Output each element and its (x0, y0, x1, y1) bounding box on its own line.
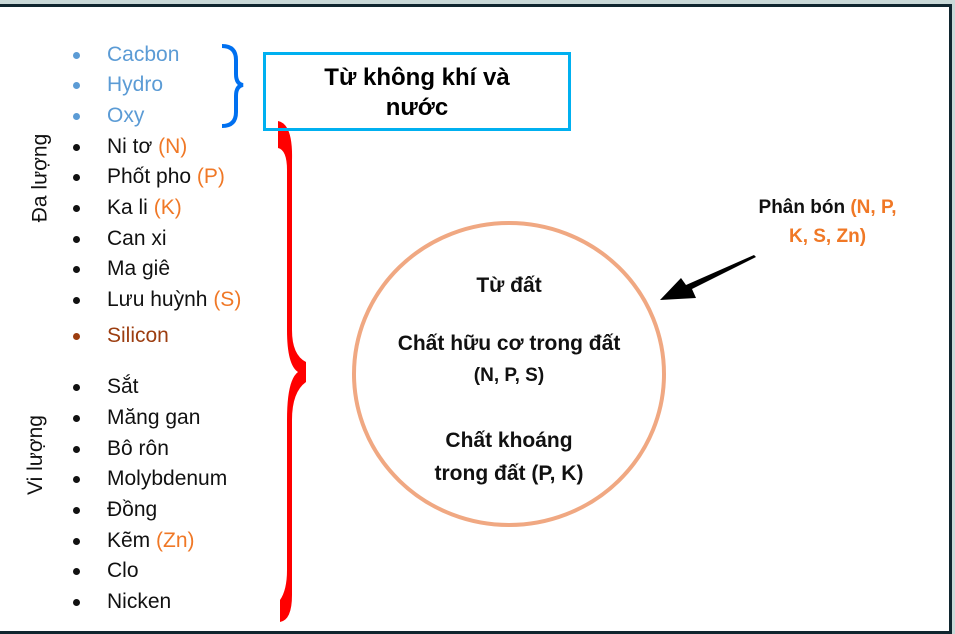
list-item: Nicken (73, 590, 171, 614)
bullet-icon (73, 415, 80, 422)
macro-label: Đa lượng (28, 133, 52, 223)
list-item: Can xi (73, 227, 167, 251)
bullet-icon (73, 599, 80, 606)
soil-circle (352, 221, 666, 527)
fertilizer-label: Phân bón (N, P, K, S, Zn) (758, 197, 897, 247)
bullet-icon (73, 446, 80, 453)
bullet-icon (73, 205, 80, 212)
bullet-icon (73, 174, 80, 181)
list-item: Ma giê (73, 257, 170, 281)
air-water-box: Từ không khí và nước (263, 52, 571, 131)
list-item: Sắt (73, 375, 139, 399)
bullet-icon (73, 113, 80, 120)
bullet-icon (73, 538, 80, 545)
bullet-icon (73, 297, 80, 304)
list-item: Đồng (73, 498, 157, 522)
arrow-icon (660, 255, 756, 300)
bullet-icon (73, 384, 80, 391)
list-item: Bô rôn (73, 437, 169, 461)
list-item: Măng gan (73, 406, 200, 430)
micro-label: Vi lượng (23, 415, 47, 495)
list-item: Molybdenum (73, 467, 227, 491)
list-item: Phốt pho (P) (73, 165, 225, 189)
list-item: Ni tơ (N) (73, 135, 187, 159)
bullet-icon (73, 266, 80, 273)
list-item: Lưu huỳnh (S) (73, 288, 241, 312)
soil-title: Từ đất (476, 274, 542, 297)
soil-organic-text: Chất hữu cơ trong đất (N, P, S) (397, 332, 621, 386)
list-item: Clo (73, 559, 139, 583)
slide (0, 4, 952, 634)
red-brace (278, 121, 306, 622)
list-item: Silicon (73, 324, 169, 348)
list-item: Cacbon (73, 43, 179, 67)
bullet-icon (73, 507, 80, 514)
list-item: Hydro (73, 73, 163, 97)
bullet-icon (73, 568, 80, 575)
soil-mineral-text: Chất khoáng trong đất (P, K) (434, 429, 584, 485)
blue-brace (221, 44, 244, 128)
bullet-icon (73, 52, 80, 59)
bullet-icon (73, 476, 80, 483)
bullet-icon (73, 82, 80, 89)
list-item: Oxy (73, 104, 144, 128)
bullet-icon (73, 144, 80, 151)
bullet-icon (73, 333, 80, 340)
list-item: Ka li (K) (73, 196, 182, 220)
bullet-icon (73, 236, 80, 243)
list-item: Kẽm (Zn) (73, 529, 195, 553)
